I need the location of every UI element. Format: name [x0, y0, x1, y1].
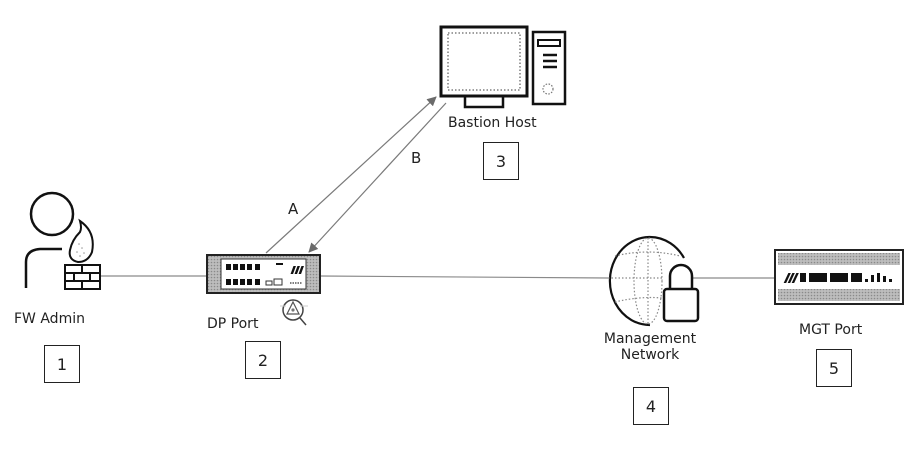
rack-appliance-icon [774, 249, 904, 305]
node-label-bastion-host: Bastion Host [448, 115, 537, 131]
edge-dpport-mgmtnet [319, 275, 609, 279]
edge-label-b: B [411, 149, 422, 167]
node-number-badge-5: 5 [816, 349, 852, 387]
node-label-line2: Network [620, 347, 680, 363]
secure-globe-icon [608, 235, 700, 327]
firewall-appliance-icon [206, 254, 321, 294]
node-label-mgt-port: MGT Port [799, 322, 863, 338]
edge-label-a: A [288, 200, 299, 218]
node-label-management-network: Management Network [600, 331, 700, 363]
edge-b-arrow [308, 102, 447, 253]
node-label-line1: Management [603, 331, 697, 347]
node-label-dp-port: DP Port [207, 316, 259, 332]
node-number-badge-2: 2 [245, 341, 281, 379]
node-number-badge-3: 3 [483, 142, 519, 180]
threat-inspection-icon [280, 299, 308, 326]
edge-a-arrow [265, 96, 437, 254]
user-with-firewall-icon [24, 191, 101, 290]
desktop-computer-icon [439, 25, 567, 109]
node-label-fw-admin: FW Admin [14, 311, 85, 327]
node-number-badge-4: 4 [633, 387, 669, 425]
node-number-badge-1: 1 [44, 345, 80, 383]
